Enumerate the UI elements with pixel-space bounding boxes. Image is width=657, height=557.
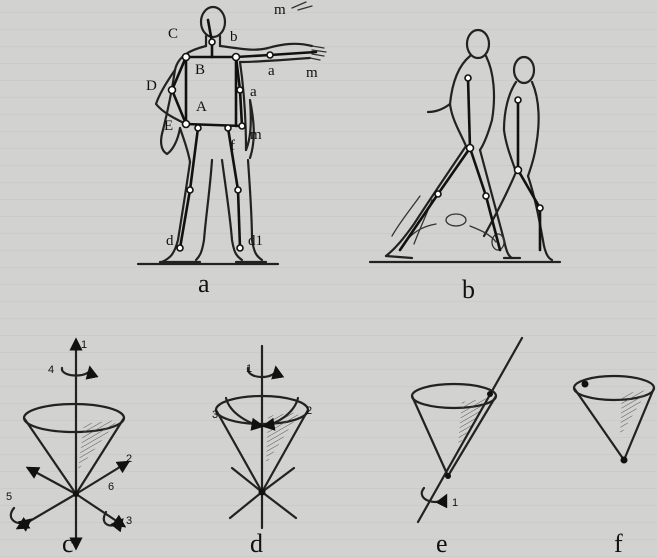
axis-label-c-5: 5: [6, 491, 12, 503]
caption-a: a: [198, 269, 210, 298]
label-C: C: [168, 26, 178, 42]
pivot-e-bottom: [445, 473, 451, 479]
label-B: B: [195, 62, 205, 78]
label-d1: d1: [248, 233, 263, 249]
pivot-f-top: [582, 381, 589, 388]
caption-f: f: [614, 529, 623, 557]
pivot-e-top: [487, 391, 493, 397]
panel-a: C b m B a m D a A E f m d d1 a: [138, 2, 326, 298]
pivot-c: [73, 491, 79, 497]
caption-c: c: [62, 529, 74, 557]
axis-label-c-2: 2: [126, 453, 132, 465]
cone-e: [412, 384, 496, 476]
label-m-arm: m: [306, 65, 318, 81]
label-m-hip: m: [250, 127, 262, 143]
axis-label-c-4: 4: [48, 364, 54, 376]
label-a-arm: a: [268, 63, 275, 79]
cone-f: [574, 376, 654, 460]
label-E: E: [164, 118, 173, 134]
axis-e: [418, 338, 522, 522]
label-D: D: [146, 78, 157, 94]
caption-b: b: [462, 275, 475, 304]
axis-label-c-3: 3: [126, 515, 132, 527]
panel-e: 1 e: [412, 338, 522, 557]
caption-d: d: [250, 529, 263, 557]
label-m-top: m: [274, 2, 286, 18]
axes-d: [230, 346, 296, 528]
panel-b: b: [370, 30, 560, 304]
standing-figure-outline: [156, 7, 312, 262]
label-d: d: [166, 233, 174, 249]
axis-label-c-6: 6: [108, 481, 114, 493]
caption-e: e: [436, 529, 448, 557]
axis-label-d-2: 2: [306, 405, 312, 417]
axis-label-e-1: 1: [452, 497, 458, 509]
axis-label-d-1: 1: [246, 363, 252, 375]
skeleton-segments-b: [400, 78, 540, 250]
label-f: f: [230, 138, 235, 154]
label-a-right: a: [250, 84, 257, 100]
axis-label-d-3: 3: [212, 409, 218, 421]
axis-label-c-1: 1: [81, 339, 87, 351]
panel-f: f: [574, 376, 654, 557]
label-b-top: b: [230, 29, 238, 45]
pivot-d: [259, 489, 266, 496]
skeleton-segments-a: [172, 20, 316, 248]
axes-c: [18, 340, 128, 548]
panel-c: 1 4 2 6 5 3 c: [6, 339, 132, 557]
label-A: A: [196, 99, 207, 115]
panel-d: 1 3 2 d: [212, 346, 312, 557]
pivot-f-bottom: [621, 457, 628, 464]
walking-figure-front: [386, 30, 520, 258]
